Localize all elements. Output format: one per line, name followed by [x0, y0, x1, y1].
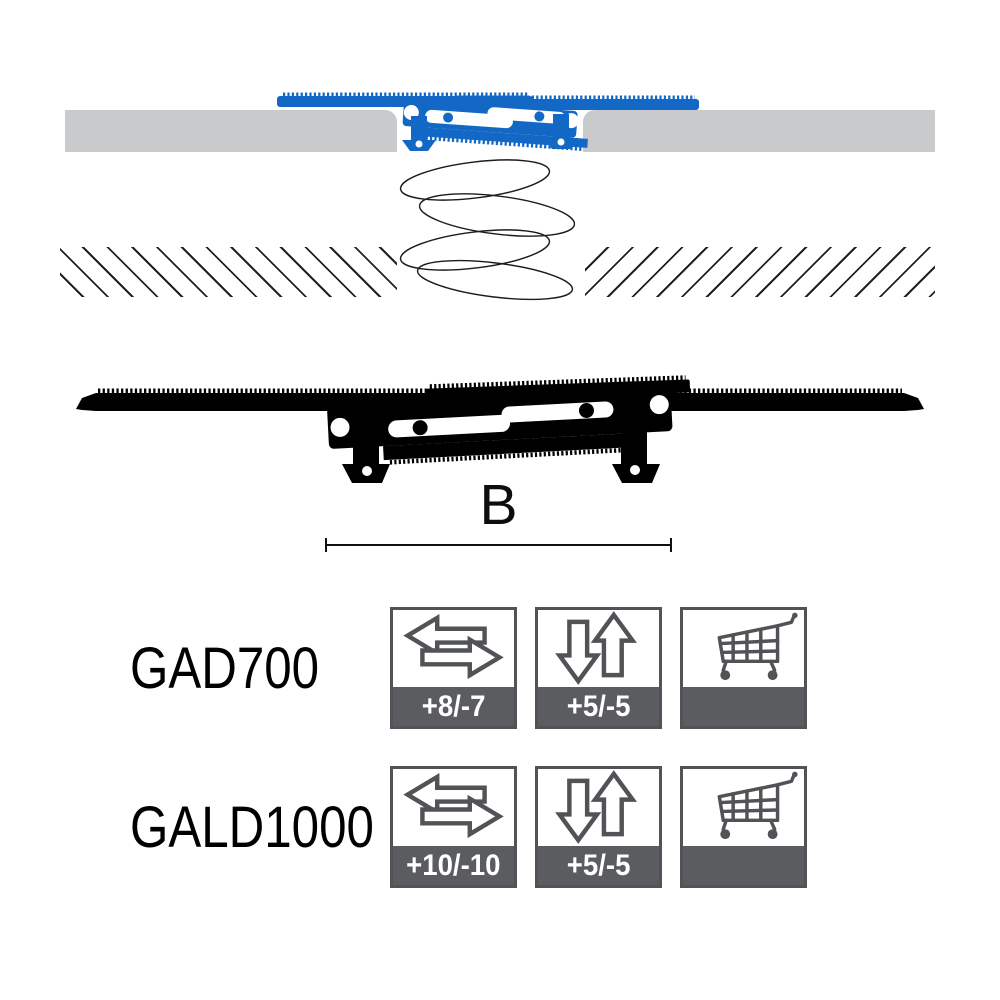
profile-silhouette-icon: [76, 375, 924, 483]
vertical-movement-badge: +5/-5: [535, 607, 662, 729]
installed-profile-blue-icon: [277, 92, 699, 152]
cart-icon: [717, 612, 798, 681]
webshop-badge[interactable]: [680, 607, 807, 729]
horizontal-movement-badge: +10/-10: [390, 766, 517, 888]
horizontal-movement-value: +8/-7: [393, 687, 514, 726]
horizontal-arrows-icon: [403, 613, 504, 680]
dimension-tick-left: [325, 538, 327, 552]
substrate-hatch-right: [585, 247, 935, 297]
floor-slab-right: [583, 110, 935, 152]
horizontal-arrows-icon: [403, 772, 504, 839]
dimension-label: B: [479, 473, 518, 537]
vertical-movement-badge: +5/-5: [535, 766, 662, 888]
product-row-gald1000: GALD1000 +10/-10: [0, 766, 1000, 888]
product-row-gad700: GAD700 +8/-7: [0, 607, 1000, 729]
joint-foam-spring-icon: [399, 159, 576, 301]
vertical-arrows-icon: [555, 770, 637, 844]
vertical-arrows-icon: [555, 611, 637, 685]
dimension-line: [325, 538, 672, 552]
webshop-footer: [683, 687, 804, 726]
product-name: GALD1000: [130, 794, 374, 860]
product-name: GAD700: [130, 635, 320, 701]
vertical-movement-value: +5/-5: [538, 846, 659, 885]
vertical-movement-value: +5/-5: [538, 687, 659, 726]
webshop-footer: [683, 846, 804, 885]
dimension-tick-right: [670, 538, 672, 552]
floor-slab-left: [65, 110, 397, 152]
cart-icon: [717, 771, 798, 840]
webshop-badge[interactable]: [680, 766, 807, 888]
substrate-hatch-left: [60, 247, 397, 297]
horizontal-movement-badge: +8/-7: [390, 607, 517, 729]
horizontal-movement-value: +10/-10: [393, 846, 514, 885]
